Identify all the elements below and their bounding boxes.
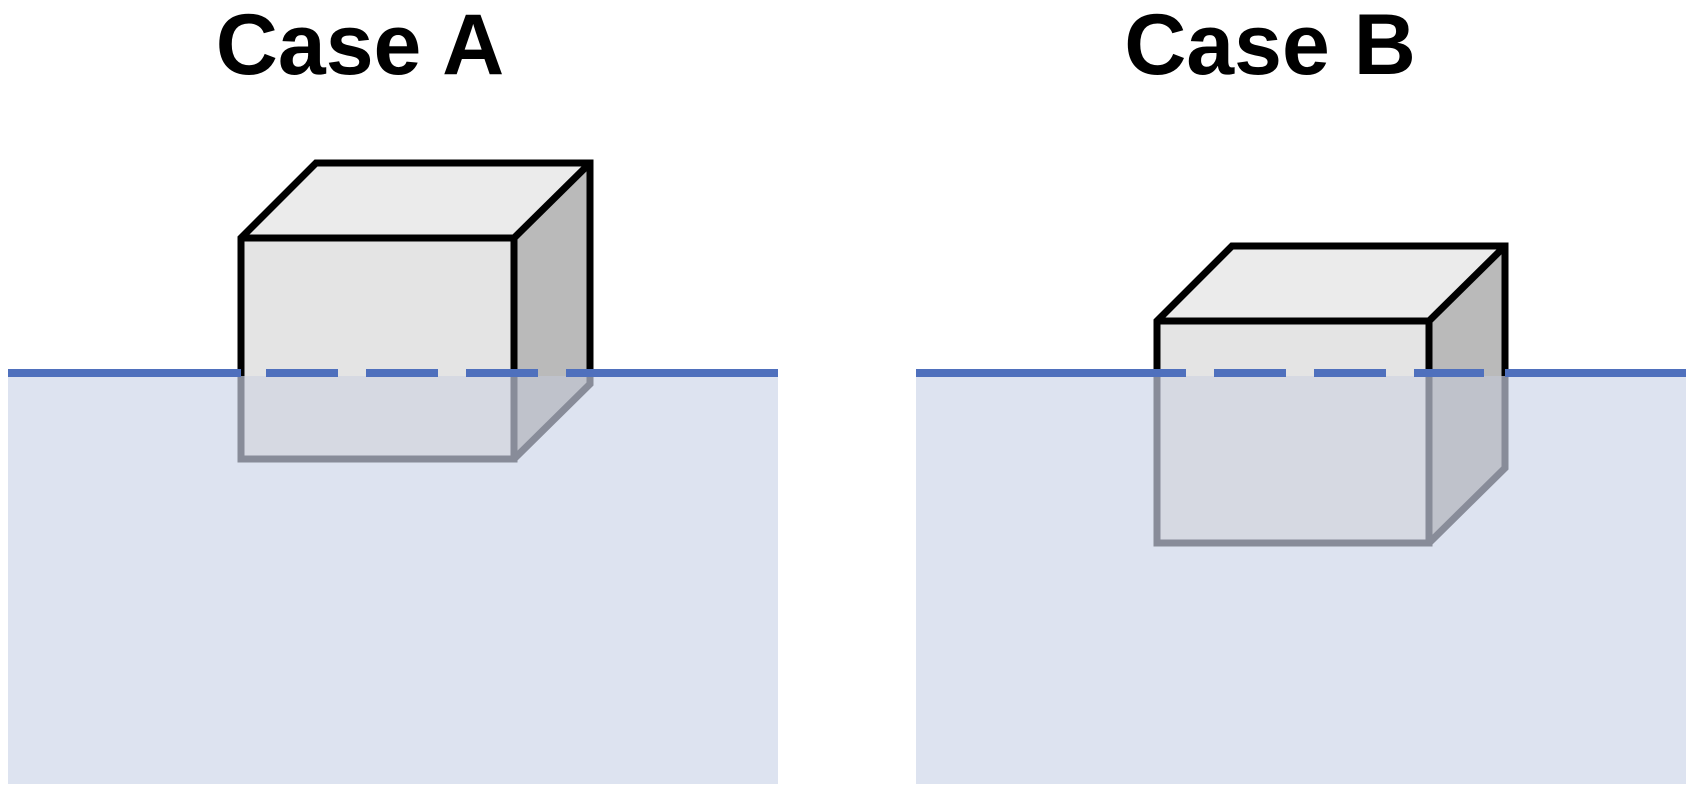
case-b-top-right-edge (1426, 243, 1508, 324)
case-b-outline (1153, 242, 1509, 376)
case-b-submerged-overlay (1157, 376, 1505, 543)
case-b-cube-side-face (1429, 246, 1505, 543)
case-a-submerged-overlay (241, 376, 590, 459)
case-a-cube-front-face (241, 238, 514, 459)
case-a-cube-side-face (514, 163, 590, 459)
case-b-title: Case B (1124, 0, 1416, 93)
case-a-outline (237, 159, 594, 376)
case-b-cube (1153, 242, 1509, 547)
case-b-panel (916, 242, 1686, 784)
case-b-cube-top-face (1157, 246, 1505, 321)
case-b-submerged-back-edges (1426, 376, 1509, 546)
case-a-top-right-edge (511, 160, 593, 241)
case-a-title: Case A (215, 0, 505, 93)
case-a-cube (237, 159, 594, 463)
case-a-submerged-back-edges (511, 376, 594, 462)
case-b-submerged-edges (1153, 376, 1433, 547)
case-a-cube-top-face (241, 163, 590, 238)
case-b-cube-front-face (1157, 321, 1429, 543)
case-a-panel (8, 159, 778, 784)
case-a-submerged-edges (237, 376, 518, 463)
